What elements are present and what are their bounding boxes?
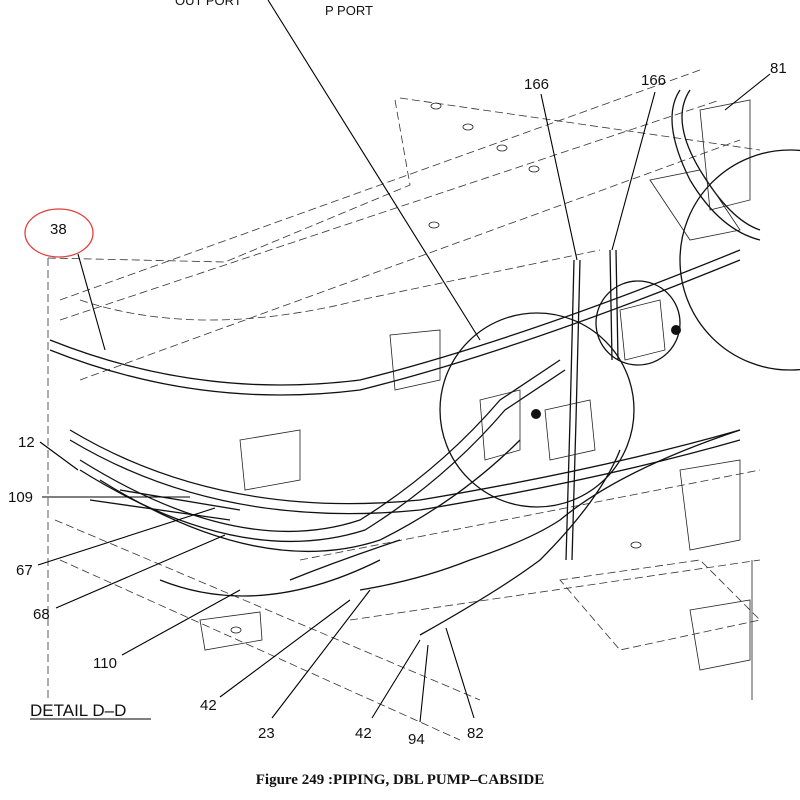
callout-94: 94 bbox=[408, 731, 425, 748]
detail-circles bbox=[439, 99, 800, 508]
callout-38: 38 bbox=[50, 221, 67, 238]
figure-caption: Figure 249 :PIPING, DBL PUMP–CABSIDE bbox=[255, 772, 545, 788]
platform-outline bbox=[47, 69, 761, 741]
p-port-label: P PORT bbox=[325, 3, 373, 18]
detail-label: DETAIL D–D bbox=[30, 701, 126, 720]
callout-109: 109 bbox=[8, 489, 33, 506]
callout-12: 12 bbox=[18, 434, 35, 451]
mounting-holes bbox=[230, 102, 642, 634]
callout-42-b: 42 bbox=[355, 725, 372, 742]
callout-68: 68 bbox=[33, 606, 50, 623]
leader-lines bbox=[30, 0, 771, 723]
callout-81: 81 bbox=[770, 60, 787, 77]
callout-42-a: 42 bbox=[200, 697, 217, 714]
piping-diagram: OUT PORT P PORT 166 166 81 38 12 109 67 … bbox=[8, 0, 800, 748]
out-port-label: OUT PORT bbox=[175, 0, 242, 8]
callout-23: 23 bbox=[258, 725, 275, 742]
callout-highlight-circle bbox=[24, 208, 94, 258]
callout-82: 82 bbox=[467, 725, 484, 742]
callout-110: 110 bbox=[93, 655, 117, 672]
callout-67: 67 bbox=[16, 562, 33, 579]
callout-166-b: 166 bbox=[641, 72, 666, 89]
callout-166-a: 166 bbox=[524, 76, 549, 93]
